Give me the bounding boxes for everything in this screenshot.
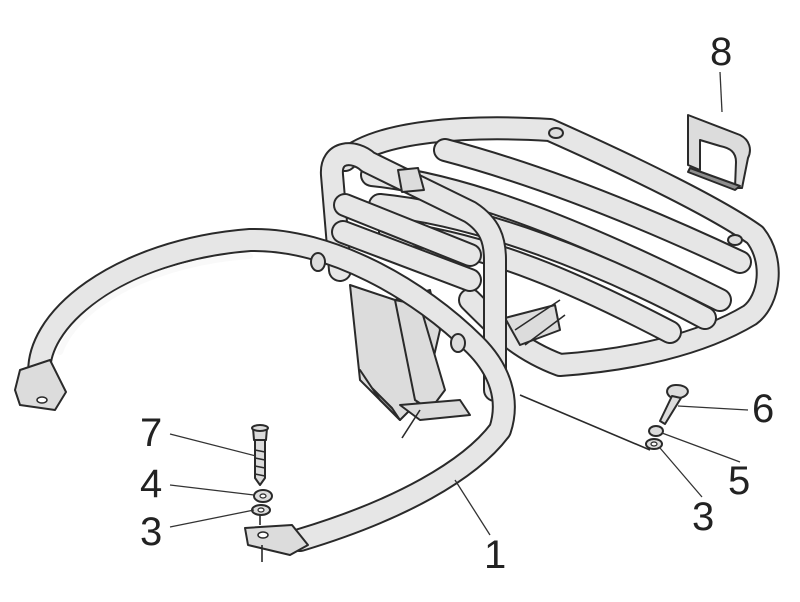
screw-right <box>666 384 689 399</box>
leader-lines <box>169 71 749 536</box>
rivet-cap <box>548 127 564 139</box>
left-hardware <box>251 424 273 525</box>
rubber-pad <box>687 114 751 191</box>
left-foot-bracket <box>14 359 67 411</box>
frame-collar <box>310 252 326 272</box>
callout-1: 1 <box>484 533 506 577</box>
grab-bar-upright <box>320 142 507 402</box>
callout-4: 4 <box>140 462 162 506</box>
callout-labels: 8 6 5 3 7 4 3 1 <box>140 30 774 577</box>
callout-5: 5 <box>728 459 750 503</box>
callout-8: 8 <box>710 30 732 74</box>
callout-7: 7 <box>140 411 162 455</box>
frame-collar <box>450 333 466 353</box>
main-frame-tube <box>14 227 516 562</box>
mounting-bracket <box>349 284 566 439</box>
callout-6: 6 <box>752 387 774 431</box>
rivet-cap <box>727 234 743 246</box>
right-hardware <box>519 384 689 451</box>
lock-washer-right <box>648 425 664 437</box>
callout-3-left: 3 <box>140 510 162 554</box>
callout-3-right: 3 <box>692 495 714 539</box>
